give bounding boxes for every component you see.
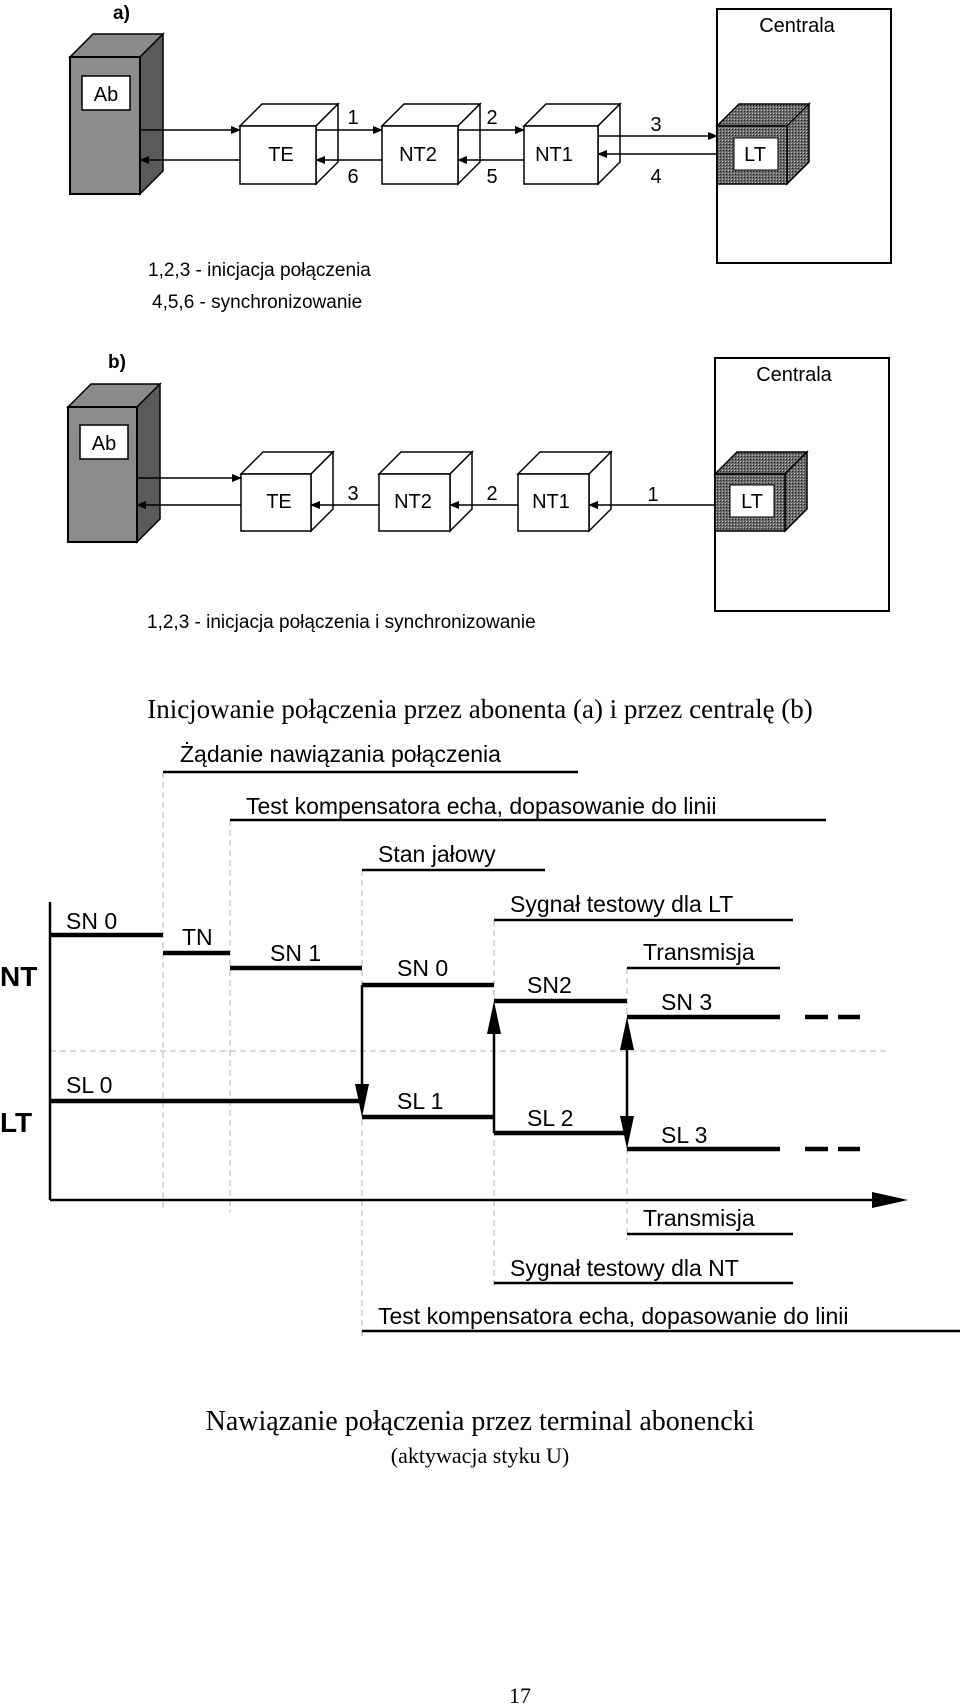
nt-state-lines xyxy=(50,932,860,1020)
ab-cabinet: Ab xyxy=(68,32,165,196)
te-label-b: TE xyxy=(266,491,292,513)
state-sn0: SN 0 xyxy=(66,908,117,934)
state-sn1: SN 1 xyxy=(270,940,321,966)
panel-a: a) Centrala Ab TE NT2 xyxy=(68,3,892,313)
annotation-zadanie: Żądanie nawiązania połączenia xyxy=(180,741,501,767)
panel-a-label: a) xyxy=(113,3,130,24)
lt-label: LT xyxy=(744,144,766,166)
te-box: TE xyxy=(238,102,340,186)
time-axis-arrowhead xyxy=(872,1192,908,1208)
step-1: 1 xyxy=(347,107,358,129)
lt-box-b: LT xyxy=(713,450,809,533)
bottom-annotation-lines xyxy=(362,1232,960,1333)
annotation-test-bottom: Test kompensatora echa, dopasowanie do l… xyxy=(378,1303,849,1329)
arrow-up-2 xyxy=(620,1017,634,1050)
nt1-box: NT1 xyxy=(522,102,622,186)
figure-title-2: Nawiązanie połączenia przez terminal abo… xyxy=(206,1406,755,1437)
te-box-b: TE xyxy=(239,450,335,533)
state-sn0b: SN 0 xyxy=(397,955,448,981)
arrow-down-1 xyxy=(355,1084,369,1117)
ab-label-b: Ab xyxy=(92,433,116,455)
figure-title-1: Inicjowanie połączenia przez abonenta (a… xyxy=(147,694,813,724)
figure-subtitle-2: (aktywacja styku U) xyxy=(391,1443,569,1468)
nt2-label: NT2 xyxy=(399,144,437,166)
centrala-label-b: Centrala xyxy=(756,364,832,386)
arrow-down-2 xyxy=(620,1116,634,1149)
panel-a-caption-2: 4,5,6 - synchronizowanie xyxy=(152,292,362,313)
nt-row-label: NT xyxy=(0,961,37,992)
nt2-label-b: NT2 xyxy=(394,491,432,513)
ab-label: Ab xyxy=(94,84,118,106)
annotation-stan: Stan jałowy xyxy=(378,841,496,867)
panel-a-arrows xyxy=(139,126,718,164)
panel-b-caption: 1,2,3 - inicjacja połączenia i synchroni… xyxy=(147,612,536,633)
step-b-3: 3 xyxy=(347,483,358,505)
step-4: 4 xyxy=(650,166,661,188)
step-3: 3 xyxy=(650,114,661,136)
nt1-box-b: NT1 xyxy=(516,450,613,533)
nt2-box: NT2 xyxy=(380,102,482,186)
annotation-test-top: Test kompensatora echa, dopasowanie do l… xyxy=(246,793,717,819)
nt1-label-b: NT1 xyxy=(532,491,570,513)
lt-state-lines xyxy=(50,1098,860,1152)
state-sn2: SN2 xyxy=(527,972,572,998)
timing-diagram: NT LT Żądanie nawiązania połączenia Test… xyxy=(0,741,960,1338)
annotation-transmisja-bottom: Transmisja xyxy=(643,1205,755,1231)
step-5: 5 xyxy=(486,166,497,188)
annotation-sygnal-nt: Sygnał testowy dla NT xyxy=(510,1255,739,1281)
step-b-1: 1 xyxy=(647,484,658,506)
state-sl3: SL 3 xyxy=(661,1122,707,1148)
arrow-up-1 xyxy=(487,1001,501,1034)
lt-box: LT xyxy=(715,102,811,186)
state-sl2: SL 2 xyxy=(527,1105,573,1131)
panel-a-caption-1: 1,2,3 - inicjacja połączenia xyxy=(148,260,371,281)
state-sl0: SL 0 xyxy=(66,1072,112,1098)
nt2-box-b: NT2 xyxy=(377,450,474,533)
step-6: 6 xyxy=(347,166,358,188)
te-label: TE xyxy=(268,144,294,166)
lt-row-label: LT xyxy=(0,1107,32,1138)
annotation-transmisja-top: Transmisja xyxy=(643,939,755,965)
nt1-label: NT1 xyxy=(535,144,573,166)
step-b-2: 2 xyxy=(486,483,497,505)
panel-b-label: b) xyxy=(108,352,126,373)
state-sn3: SN 3 xyxy=(661,989,712,1015)
signal-arrows xyxy=(355,985,634,1149)
top-annotation-lines xyxy=(163,770,826,970)
centrala-label: Centrala xyxy=(759,15,835,37)
state-tn: TN xyxy=(182,924,213,950)
panel-b-arrows xyxy=(136,474,715,509)
panel-b: b) Centrala Ab TE NT2 NT1 xyxy=(66,352,890,633)
lt-label-b: LT xyxy=(741,491,763,513)
step-2: 2 xyxy=(486,107,497,129)
ab-cabinet-b: Ab xyxy=(66,382,162,544)
annotation-sygnal-lt: Sygnał testowy dla LT xyxy=(510,891,733,917)
state-sl1: SL 1 xyxy=(397,1088,443,1114)
page-number: 17 xyxy=(509,1683,531,1705)
